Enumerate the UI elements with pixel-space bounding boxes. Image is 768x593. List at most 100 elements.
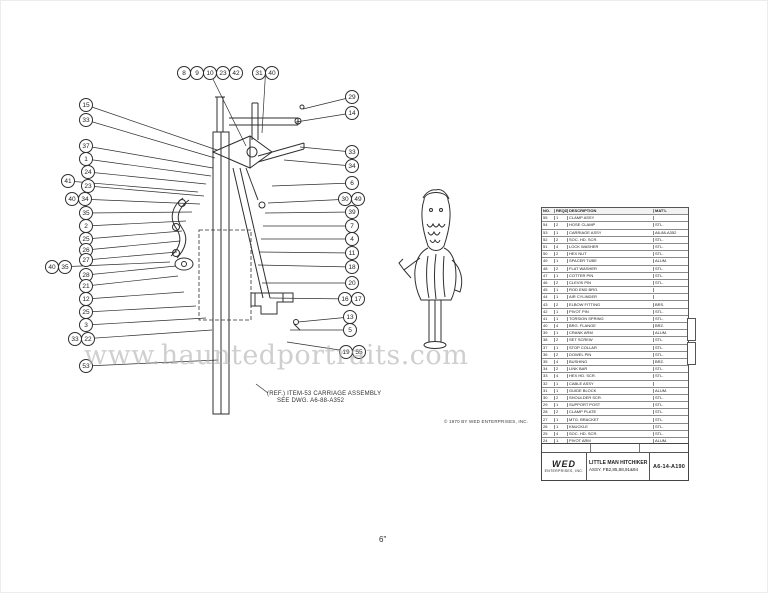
callout-number: 33: [71, 336, 79, 343]
parts-table-cell: LOCK WASHER: [568, 245, 654, 250]
parts-table-cell: 2: [555, 266, 568, 271]
callout-balloon-5: [343, 323, 357, 337]
leader-line: [87, 185, 205, 197]
leader-line: [283, 159, 353, 167]
parts-table-cell: KNUCKLE: [568, 424, 654, 429]
parts-table-cell: 1: [555, 295, 568, 300]
callout-number: 35: [61, 264, 69, 271]
parts-table-cell: STL.: [655, 374, 664, 379]
parts-table-cell: 47: [542, 273, 555, 278]
callout-number: 21: [82, 283, 90, 290]
leader-line: [81, 329, 213, 340]
hitchhiker-mechanism-art: [170, 96, 305, 415]
parts-table-cell: 4: [555, 431, 568, 436]
callout-number: 23: [219, 70, 227, 77]
leader-line: [85, 275, 179, 287]
leader-line: [258, 251, 353, 254]
leader-line: [302, 96, 353, 110]
parts-table-cell: STL.: [655, 431, 664, 436]
parts-table-cell: STL.: [655, 223, 664, 228]
callout-number: 35: [82, 210, 90, 217]
parts-table-cell: ALUM.: [655, 259, 668, 264]
parts-table-cell: STL.: [655, 417, 664, 422]
parts-table-cell: AIR CYLINDER: [568, 295, 654, 300]
leader-line: [85, 359, 219, 367]
leader-line: [58, 261, 171, 268]
parts-table-cell: STL.: [655, 338, 664, 343]
parts-table-cell: A6-88-A352: [655, 230, 677, 235]
callout-number: 34: [348, 163, 356, 170]
callout-balloon-3: [79, 318, 93, 332]
parts-table-cell: 1: [555, 345, 568, 350]
callout-balloon-33: [345, 145, 359, 159]
parts-table-cell: 35: [542, 360, 555, 365]
parts-table-cell: 1: [555, 230, 568, 235]
parts-table-cell: 2: [555, 367, 568, 372]
parts-table-cell: STOP COLLAR: [568, 345, 654, 350]
parts-table-cell: 32: [542, 381, 555, 386]
company-name: ENTERPRISES, INC.: [544, 468, 584, 473]
parts-table-cell: LINK BAR: [568, 367, 654, 372]
parts-table-cell: 4: [555, 324, 568, 329]
parts-table-cell: 2: [555, 237, 568, 242]
callout-balloon-17: [351, 292, 365, 306]
parts-table-cell: MAT'L: [655, 209, 667, 214]
callout-balloon-34: [78, 192, 92, 206]
callout-balloon-35: [58, 260, 72, 274]
parts-table-cell: 52: [542, 237, 555, 242]
parts-table-cell: 31: [542, 388, 555, 393]
parts-table-cell: SHOULDER SCR.: [568, 395, 654, 400]
parts-table-cell: 43: [542, 302, 555, 307]
parts-table-cell: MTG. BRACKET: [568, 417, 654, 422]
callout-number: 19: [342, 349, 350, 356]
parts-table-cell: STL.: [655, 273, 664, 278]
parts-table-cell: BUSHING: [568, 360, 654, 365]
parts-table-cell: 1: [555, 316, 568, 321]
carriage-dashed-outline: [198, 229, 252, 321]
parts-table-cell: STL.: [655, 252, 664, 257]
parts-table-cell: 51: [542, 245, 555, 250]
reference-note: (REF.) ITEM-53 CARRIAGE ASSEMBLY SEE DWG…: [267, 391, 381, 405]
parts-table-cell: 2: [555, 395, 568, 400]
company-logo: WED: [552, 458, 576, 469]
parts-table-cell: PIVOT PIN: [568, 309, 654, 314]
callout-number: 9: [195, 70, 199, 77]
parts-table-cell: 26: [542, 424, 555, 429]
parts-table-cell: CARRIAGE ASSY: [568, 230, 654, 235]
parts-table-cell: 2: [555, 352, 568, 357]
parts-table-cell: 44: [542, 295, 555, 300]
title-block-top-strip: [542, 444, 688, 453]
parts-table-cell: 4: [555, 374, 568, 379]
parts-table-cell: STL.: [655, 316, 664, 321]
parts-table-cell: 1: [555, 381, 568, 386]
parts-table-cell: ALUM.: [655, 388, 668, 393]
callout-number: 2: [84, 223, 88, 230]
leader-line: [85, 119, 216, 159]
callout-balloon-42: [229, 66, 243, 80]
parts-table-cell: STL.: [655, 345, 664, 350]
parts-table-cell: BRZ.: [655, 360, 665, 365]
callout-number: 13: [346, 314, 354, 321]
leader-line: [257, 264, 353, 268]
callout-balloon-41: [61, 174, 75, 188]
parts-table-cell: 38: [542, 338, 555, 343]
callout-number: 4: [350, 236, 354, 243]
parts-table-cell: STL.: [655, 367, 664, 372]
callout-number: 5: [348, 327, 352, 334]
callout-number: 3: [84, 322, 88, 329]
callout-number: 41: [64, 178, 72, 185]
leader-line: [269, 297, 352, 300]
leader-line: [209, 72, 247, 147]
leader-line: [264, 211, 353, 214]
page-number: 6": [379, 535, 387, 544]
parts-table-cell: 2: [555, 410, 568, 415]
callout-number: 26: [82, 247, 90, 254]
